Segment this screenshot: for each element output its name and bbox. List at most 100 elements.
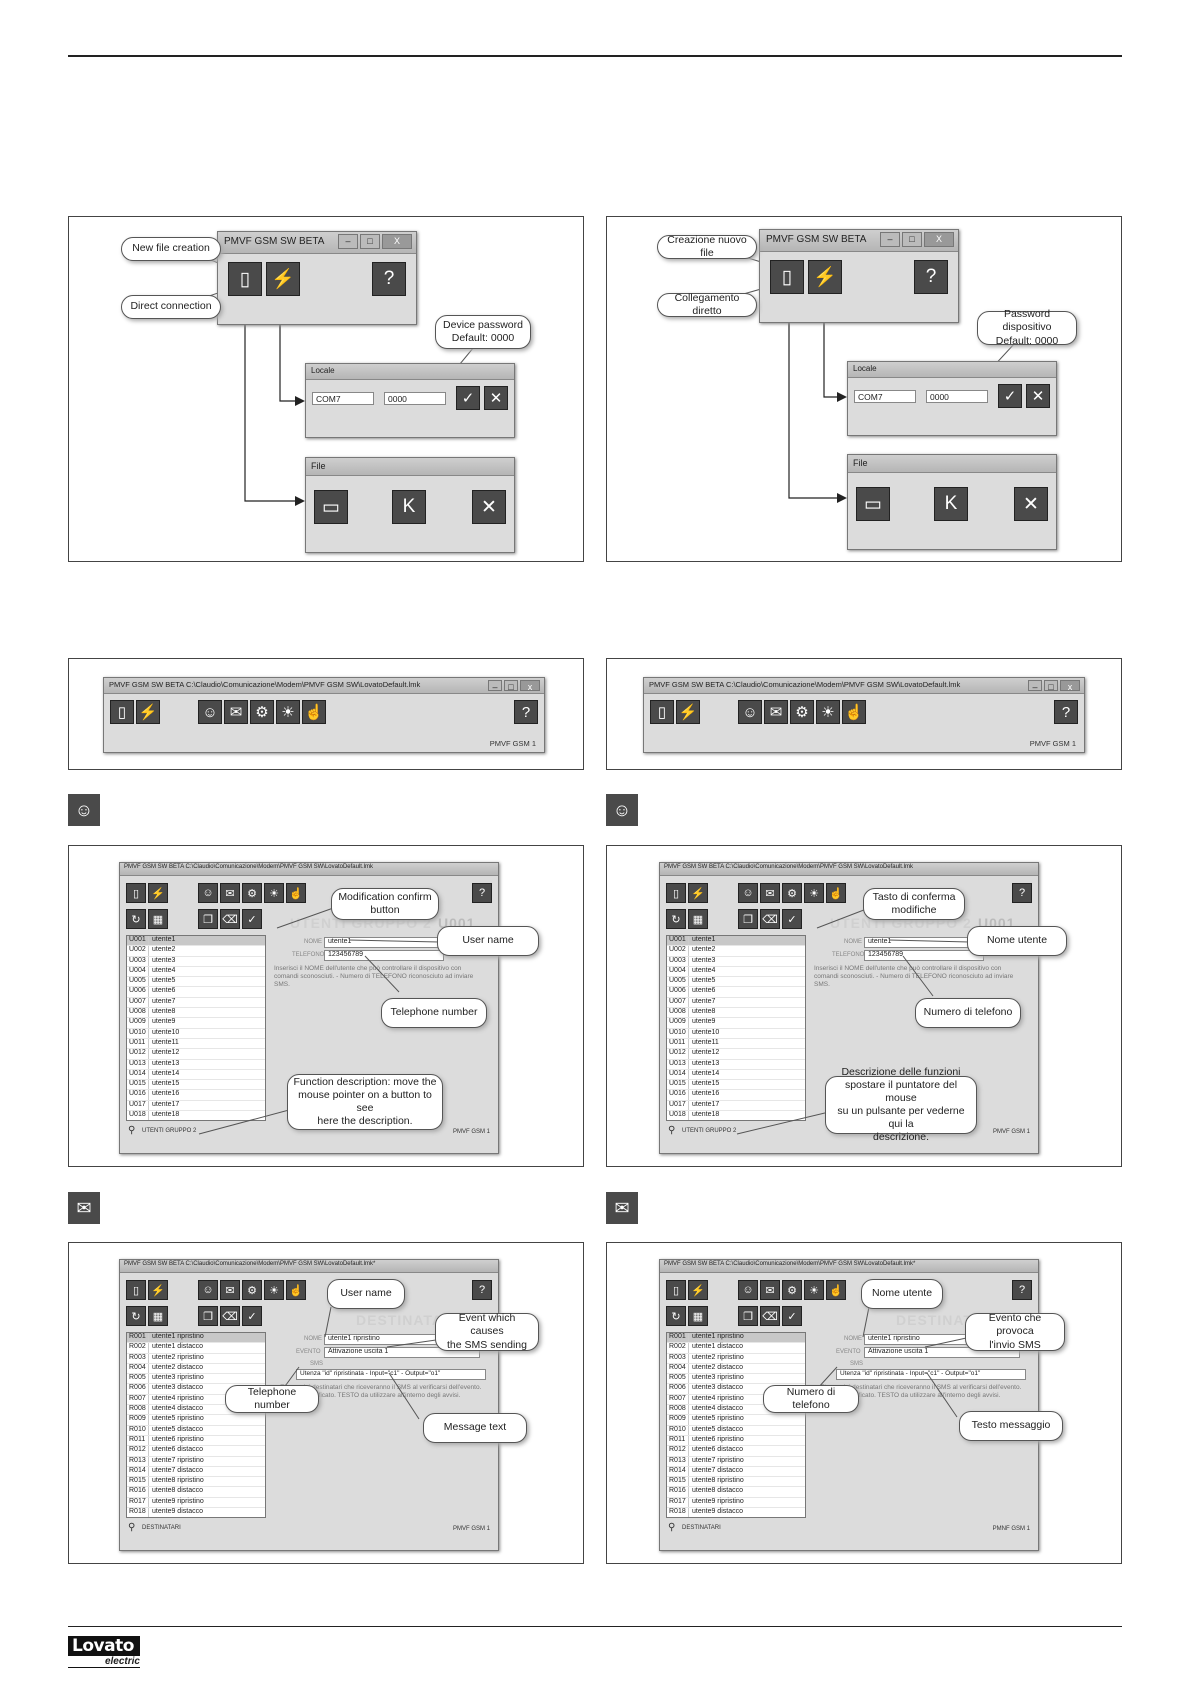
users-icon[interactable]: ☺	[198, 700, 222, 724]
password-input[interactable]: 0000	[926, 390, 988, 403]
settings-icon[interactable]: ⚙	[782, 1280, 802, 1300]
refresh-icon[interactable]: ↻	[126, 909, 146, 929]
pointer-icon[interactable]: ☝	[826, 1280, 846, 1300]
new-file-icon[interactable]: ▯	[666, 883, 686, 903]
refresh-icon[interactable]: ↻	[666, 909, 686, 929]
port-select[interactable]: COM7	[854, 390, 916, 403]
connect-icon[interactable]: ⚡	[266, 262, 300, 296]
qr-icon[interactable]: ▦	[688, 1306, 708, 1326]
help-icon[interactable]: ?	[472, 1280, 492, 1300]
pointer-icon[interactable]: ☝	[302, 700, 326, 724]
help-icon[interactable]: ?	[514, 700, 538, 724]
file-k-icon[interactable]: K	[392, 490, 426, 524]
recipients-icon[interactable]: ✉	[224, 700, 248, 724]
name-input[interactable]: utente1	[864, 937, 984, 948]
pointer-icon[interactable]: ☝	[286, 1280, 306, 1300]
refresh-icon[interactable]: ↻	[666, 1306, 686, 1326]
trash-icon[interactable]: ⌫	[760, 1306, 780, 1326]
open-folder-icon[interactable]: ▭	[856, 487, 890, 521]
port-select[interactable]: COM7	[312, 392, 374, 405]
copy-icon[interactable]: ❐	[738, 909, 758, 929]
connect-icon[interactable]: ⚡	[136, 700, 160, 724]
users-icon[interactable]: ☺	[198, 1280, 218, 1300]
close-icon[interactable]: ✕	[1014, 487, 1048, 521]
sms-input[interactable]: Utenza "id" ripristinata - Input="c1" - …	[836, 1369, 1026, 1380]
help-icon[interactable]: ?	[1054, 700, 1078, 724]
connect-icon[interactable]: ⚡	[808, 260, 842, 294]
bulb-icon[interactable]: ☀	[264, 883, 284, 903]
settings-icon[interactable]: ⚙	[250, 700, 274, 724]
file-k-icon[interactable]: K	[934, 487, 968, 521]
copy-icon[interactable]: ❐	[198, 909, 218, 929]
qr-icon[interactable]: ▦	[148, 1306, 168, 1326]
connect-icon[interactable]: ⚡	[676, 700, 700, 724]
phone-input[interactable]: 123456789	[324, 950, 444, 961]
users-icon[interactable]: ☺	[198, 883, 218, 903]
confirm-icon[interactable]: ✓	[782, 909, 802, 929]
help-icon[interactable]: ?	[914, 260, 948, 294]
recipients-icon[interactable]: ✉	[760, 883, 780, 903]
help-icon[interactable]: ?	[372, 262, 406, 296]
help-icon[interactable]: ?	[1012, 1280, 1032, 1300]
recipients-icon[interactable]: ✉	[220, 883, 240, 903]
event-select[interactable]: Attivazione uscita 1	[324, 1347, 480, 1358]
refresh-icon[interactable]: ↻	[126, 1306, 146, 1326]
users-icon[interactable]: ☺	[738, 883, 758, 903]
qr-icon[interactable]: ▦	[148, 909, 168, 929]
pointer-icon[interactable]: ☝	[286, 883, 306, 903]
confirm-icon[interactable]: ✓	[998, 384, 1022, 408]
trash-icon[interactable]: ⌫	[220, 909, 240, 929]
new-file-icon[interactable]: ▯	[650, 700, 674, 724]
help-icon[interactable]: ?	[1012, 883, 1032, 903]
confirm-icon[interactable]: ✓	[782, 1306, 802, 1326]
password-input[interactable]: 0000	[384, 392, 446, 405]
phone-input[interactable]: 123456789	[864, 950, 984, 961]
pointer-icon[interactable]: ☝	[826, 883, 846, 903]
